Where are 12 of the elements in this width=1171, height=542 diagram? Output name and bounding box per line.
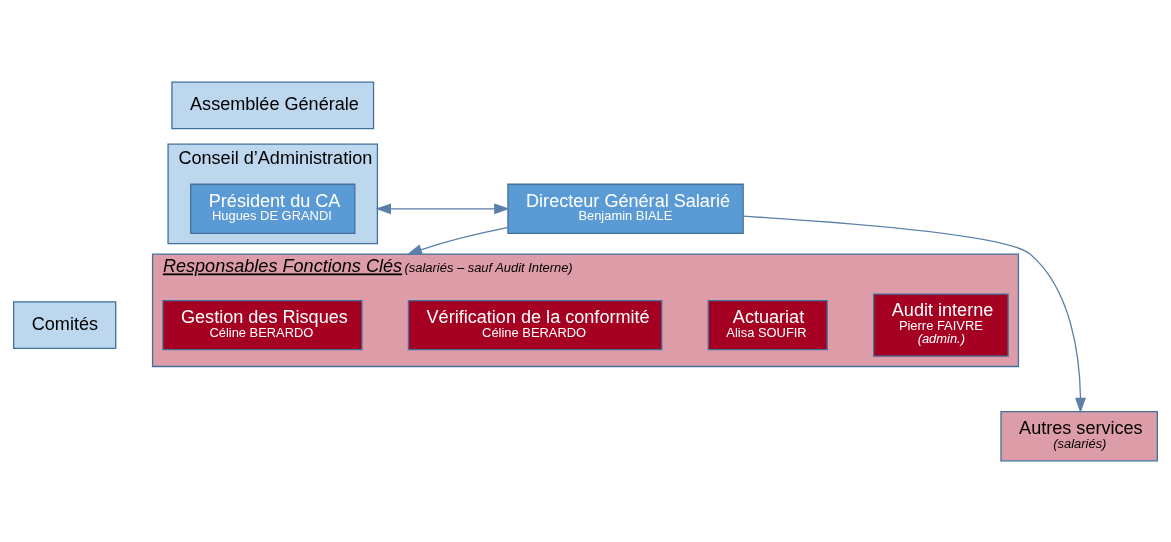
node-box: Actuariat Alisa SOUFIR [707,299,828,350]
arrow [406,226,509,255]
arrow [375,202,510,214]
node-box: Vérification de la conformité Céline BERARDO [407,299,663,350]
node-box: Président du CA Hugues DE GRANDI [190,183,356,234]
node-box: Gestion des Risques Céline BERARDO [162,299,363,350]
node-box: Autres services (salariés) [1000,410,1158,461]
node-box: Directeur Général Salarié Benjamin BIALE [507,183,744,234]
arrow [742,215,1086,413]
node-box: Comités [13,300,117,349]
node-box: Assemblée Générale [171,81,375,129]
node-box: Audit interne Pierre FAIVRE (admin.) [873,292,1009,357]
